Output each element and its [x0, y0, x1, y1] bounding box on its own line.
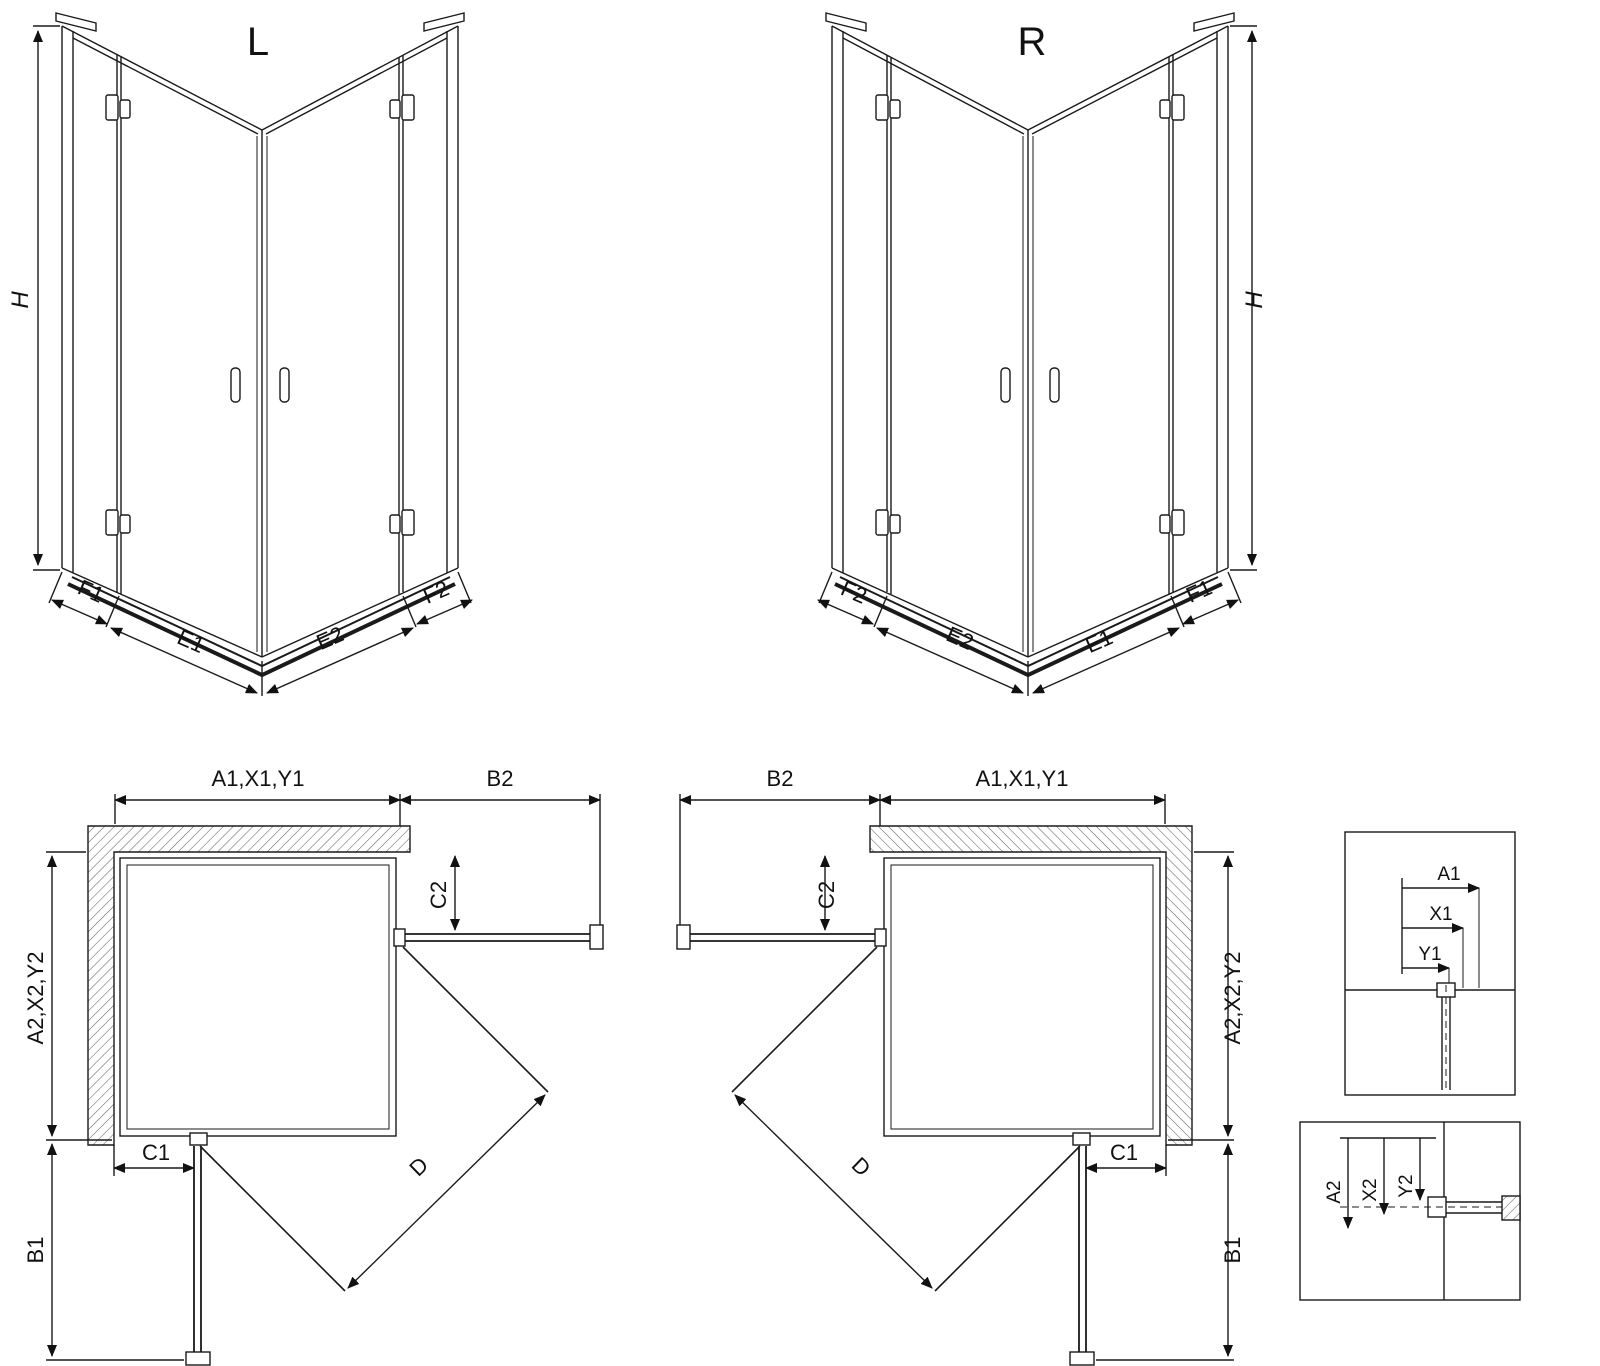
detail-label-y2: Y2 — [1396, 1174, 1417, 1197]
dim-label-d-left: D — [404, 1152, 433, 1181]
detail-panel-top: A1 X1 Y1 — [1344, 831, 1516, 1096]
wall-embed-hatch — [1501, 1195, 1521, 1221]
dim-label-c1-right: C1 — [1110, 1140, 1138, 1165]
dim-label-b1-right: B1 — [1220, 1237, 1245, 1264]
dim-label-f2-left: F2 — [419, 576, 453, 609]
detail-label-a2: A2 — [1324, 1180, 1345, 1203]
dim-label-a2x2y2-right: A2,X2,Y2 — [1220, 952, 1245, 1045]
detail-panel-bottom: A2 X2 Y2 — [1299, 1121, 1521, 1301]
dim-label-b1-left: B1 — [23, 1237, 48, 1264]
dim-label-h-left: H — [7, 291, 34, 309]
dim-label-b2-right: B2 — [767, 766, 794, 791]
plan-view-left: A1,X1,Y1 B2 C2 A2,X2,Y2 C1 B1 D — [23, 766, 603, 1365]
dim-label-d-right: D — [847, 1152, 876, 1181]
view-label-r: R — [1018, 20, 1047, 64]
plan-left-geometry — [46, 794, 603, 1365]
detail-bottom-frame — [1299, 1121, 1521, 1301]
perspective-view-left: L H F1 E1 E2 F2 — [7, 13, 472, 696]
detail-label-a1: A1 — [1437, 864, 1460, 885]
dim-label-a2x2y2-left: A2,X2,Y2 — [23, 952, 48, 1045]
plan-view-right: A1,X1,Y1 B2 C2 A2,X2,Y2 C1 B1 D — [677, 766, 1245, 1365]
detail-top-frame — [1344, 831, 1516, 1096]
detail-label-x1: X1 — [1429, 904, 1452, 925]
dim-label-c1-left: C1 — [142, 1140, 170, 1165]
dim-label-f2-right: F2 — [837, 576, 871, 609]
detail-label-x2: X2 — [1360, 1178, 1381, 1201]
dim-label-a1x1y1-left: A1,X1,Y1 — [212, 766, 305, 791]
detail-label-y1: Y1 — [1418, 944, 1441, 965]
perspective-view-right: R H F2 E2 E1 F1 — [818, 13, 1268, 696]
view-label-l: L — [247, 20, 269, 64]
dim-label-c2-left: C2 — [426, 881, 451, 909]
dim-label-h-right: H — [1241, 291, 1268, 309]
dim-label-b2-left: B2 — [487, 766, 514, 791]
dim-label-a1x1y1-right: A1,X1,Y1 — [976, 766, 1069, 791]
dim-label-e1-left: E1 — [174, 624, 209, 658]
dim-label-e1-right: E1 — [1082, 624, 1117, 658]
dim-label-c2-right: C2 — [814, 881, 839, 909]
plan-right-geometry — [677, 794, 1234, 1365]
